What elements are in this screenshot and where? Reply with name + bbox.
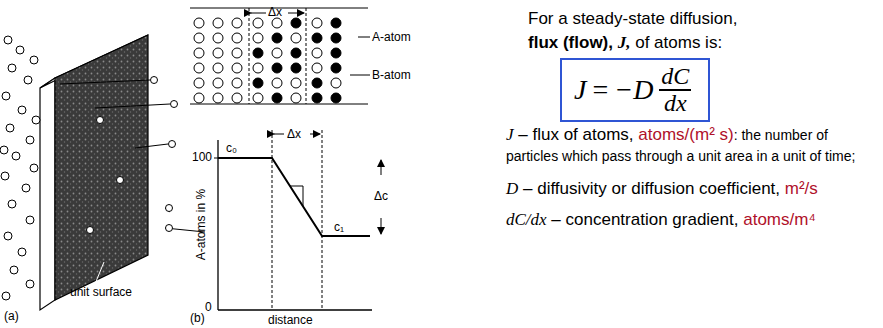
unit: atoms/m⁴ [743,210,815,229]
term: flux (flow), [528,33,613,52]
formula-box: J=−DdCdx [560,58,710,122]
symbol: dC/dx [506,210,547,229]
axis-tick: 100 [192,151,212,164]
intro-text: For a steady-state diffusion, [528,10,737,29]
concentration-graph [214,130,381,310]
definition: D – diffusivity or diffusion coefficient… [506,178,866,199]
figure-tag: (b) [190,312,205,325]
formula-part: dC [659,64,691,91]
value-label: c₁ [334,221,344,234]
unit: atoms/(m² s) [638,125,733,144]
definition: dC/dx – concentration gradient, atoms/m⁴ [506,209,866,230]
formula-part: = [592,74,608,106]
exiting-atoms [60,77,205,234]
dimension-label: Δx [268,6,282,19]
figure-tag: (a) [4,310,19,323]
dimension-label: Δx [287,128,301,141]
unit: m²/s [785,179,818,198]
part-label: unit surface [70,286,132,299]
symbol: J, [618,33,631,52]
formula-part: J [574,74,586,106]
intro-text: of atoms is: [635,33,722,52]
formula-part: −D [614,74,653,106]
dimension-label: Δc [374,190,388,203]
atom-grid [190,8,370,104]
formula-part: dx [664,91,687,116]
definition-text: – diffusivity or diffusion coefficient, [523,179,780,198]
axis-title: A-atoms in % [195,175,208,275]
diffusing-atoms [0,36,40,300]
fraction: dCdx [659,64,691,116]
symbol: D [506,179,518,198]
definition-text: – flux of atoms, [518,125,633,144]
legend-label: B-atom [372,69,411,82]
membrane-slab [40,35,148,310]
definition-text: – concentration gradient, [551,210,738,229]
value-label: c₀ [226,142,237,155]
legend-label: A-atom [372,31,411,44]
axis-title: distance [268,314,313,327]
axis-tick: 0 [205,301,212,314]
definition: J – flux of atoms, atoms/(m² s): the num… [506,124,866,167]
intro-line: flux (flow), J, of atoms is: [528,34,722,53]
symbol: J [506,125,514,144]
